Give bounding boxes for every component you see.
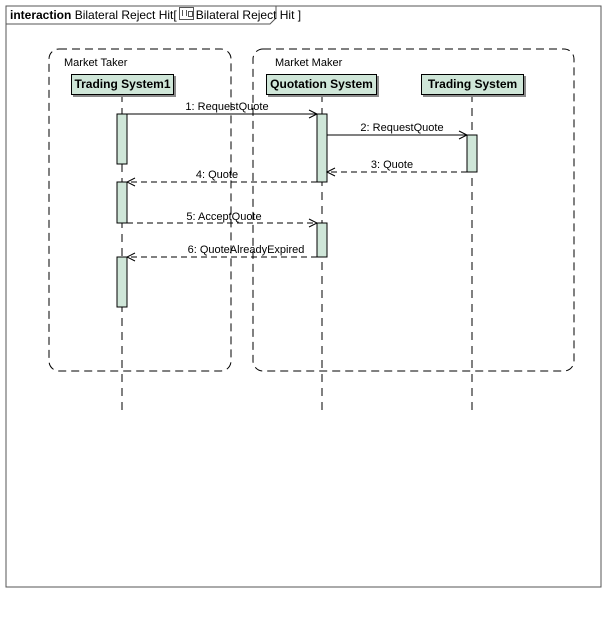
activation-bar — [316, 113, 328, 183]
lifeline-head-trading-system[interactable]: Trading System — [421, 74, 524, 95]
lifeline-head-quotation-system[interactable]: Quotation System — [266, 74, 377, 95]
arrowhead — [308, 218, 319, 228]
frame-reference: Bilateral Reject Hit — [195, 8, 295, 22]
partition-label-market-maker: Market Maker — [275, 57, 343, 69]
message-label-4: 4: Quote — [195, 169, 239, 181]
activation-bar — [116, 256, 128, 308]
interaction-reference-icon — [178, 7, 194, 20]
message-label-6: 6: QuoteAlreadyExpired — [187, 244, 305, 256]
partition-label-market-taker: Market Taker — [64, 57, 128, 69]
activation-bar — [116, 181, 128, 224]
partition-market-taker — [48, 48, 232, 372]
arrowhead — [458, 130, 469, 140]
activation-bar — [316, 222, 328, 258]
arrowhead — [325, 167, 336, 177]
lifeline-head-trading-system1[interactable]: Trading System1 — [71, 74, 174, 95]
frame-name: Bilateral Reject Hit — [74, 8, 174, 22]
frame-keyword: interaction — [10, 8, 72, 22]
activation-bar — [116, 113, 128, 165]
arrowhead — [125, 177, 136, 187]
frame-title: interaction Bilateral Reject Hit[Bilater… — [10, 7, 302, 22]
message-label-5: 5: AcceptQuote — [186, 211, 262, 223]
interaction-frame — [5, 5, 602, 588]
arrowhead — [308, 109, 319, 119]
frame-label-border — [6, 6, 277, 25]
message-label-2: 2: RequestQuote — [360, 122, 444, 134]
message-label-1: 1: RequestQuote — [185, 101, 269, 113]
arrowhead — [125, 252, 136, 262]
message-label-3: 3: Quote — [370, 159, 414, 171]
partition-market-maker — [252, 48, 575, 372]
activation-bar — [466, 134, 478, 173]
